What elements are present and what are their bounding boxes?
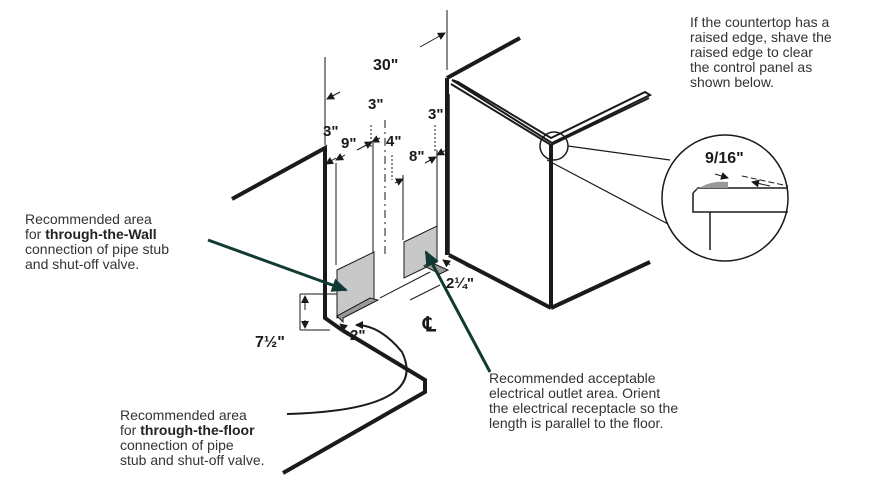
centerline-symbol: ℄ [422, 314, 437, 336]
wall-area-arrow [207, 238, 348, 292]
arrow-916-right [751, 179, 771, 188]
outlet-note-line: the electrical receptacle so the [489, 400, 679, 416]
extension-lines [324, 10, 448, 265]
floor-note-line: for through-the-floor [120, 422, 255, 438]
cabinet [445, 36, 653, 310]
floor-note-line: stub and shut-off valve. [120, 452, 265, 468]
countertop-note-line: shown below. [690, 74, 775, 90]
countertop-note-line: raised edge, shave the [690, 29, 832, 45]
cabinet-top-back [446, 36, 521, 80]
wall-note-line: and shut-off valve. [25, 256, 140, 272]
wall-area-note: Recommended area for through-the-Wall co… [25, 212, 169, 272]
detail-connector-lower [546, 159, 669, 225]
floor-ref-line [379, 271, 431, 299]
countertop-note-line: the control panel as [690, 59, 813, 75]
wall-note-emphasis: through-the-Wall [45, 226, 157, 242]
dim-label-3-right: 3" [428, 106, 443, 123]
left-wall-edge [231, 144, 344, 332]
dim-4-arrow [394, 178, 404, 186]
dim-30-arrow-left [326, 91, 341, 100]
floor-note-line: Recommended area [120, 407, 247, 423]
countertop-note: If the countertop has a raised edge, sha… [690, 15, 832, 90]
dim-2-arrow [339, 323, 348, 332]
outlet-note-line: electrical outlet area. Orient [489, 385, 661, 401]
detail-circle [661, 134, 789, 262]
floor-area-leader [286, 321, 408, 415]
floor-connection-area [336, 297, 380, 324]
dim-label-7-5: 7½" [255, 334, 285, 351]
dim-label-4: 4" [386, 133, 401, 150]
shaved-edge [693, 181, 728, 193]
floor-note-line: connection of pipe [120, 437, 234, 453]
dim-label-9: 9" [341, 135, 356, 152]
outlet-note-line: Recommended acceptable [489, 370, 656, 386]
recommended-areas [336, 225, 450, 324]
dim-9-arrow [356, 141, 373, 151]
cabinet-bottom-front [550, 260, 651, 310]
dim-label-2-25: 2¼" [446, 275, 474, 292]
wall-note-line: connection of pipe stub [25, 241, 169, 257]
floor-area-note: Recommended area for through-the-floor c… [120, 408, 265, 468]
dim-label-8: 8" [409, 148, 424, 165]
floor-ref-line-b [409, 284, 441, 301]
floor-edge [282, 328, 427, 475]
wall-note-line: Recommended area [25, 211, 152, 227]
dim-3-left-arrow [325, 156, 337, 165]
detail-edge-front [692, 193, 788, 213]
dim-30-arrow-right [419, 32, 446, 48]
countertop-note-line: raised edge to clear [690, 44, 813, 60]
dim-label-2: 2" [350, 327, 365, 344]
floor-note-emphasis: through-the-floor [140, 422, 255, 438]
detail-dash [741, 175, 789, 187]
countertop-edge [451, 79, 653, 145]
wall-note-line: for through-the-Wall [25, 226, 157, 242]
dimension-labels: 30" 3" 9" 3" 4" 8" 3" 7½" 2" 2¼" ℄ 9/16" [255, 57, 744, 351]
dim-label-9-16: 9/16" [705, 150, 744, 167]
wall-corner [231, 144, 427, 475]
dim-2-25-ext [464, 264, 471, 269]
arrow-916-left [714, 172, 729, 180]
dim-3-left-arrow-b [335, 153, 346, 161]
dim-label-3-mid: 3" [368, 96, 383, 113]
detail-magnifier [539, 131, 789, 262]
dim-3-mid-arrow [371, 135, 381, 143]
dimension-arrows [299, 32, 471, 332]
dim-label-30: 30" [373, 57, 398, 74]
dim-label-3-left: 3" [323, 123, 338, 140]
outlet-note-line: length is parallel to the floor. [489, 415, 664, 431]
detail-connector [567, 145, 671, 161]
outlet-area-note: Recommended acceptable electrical outlet… [489, 371, 678, 431]
cabinet-bottom-edge [448, 253, 552, 310]
countertop-front [450, 83, 650, 147]
dim-3-right-arrow [436, 148, 447, 156]
dim-2-25-arrow [442, 259, 452, 268]
dim-8-arrow [424, 156, 437, 164]
countertop-note-line: If the countertop has a [690, 14, 830, 30]
outlet-area-arrow [424, 250, 492, 373]
